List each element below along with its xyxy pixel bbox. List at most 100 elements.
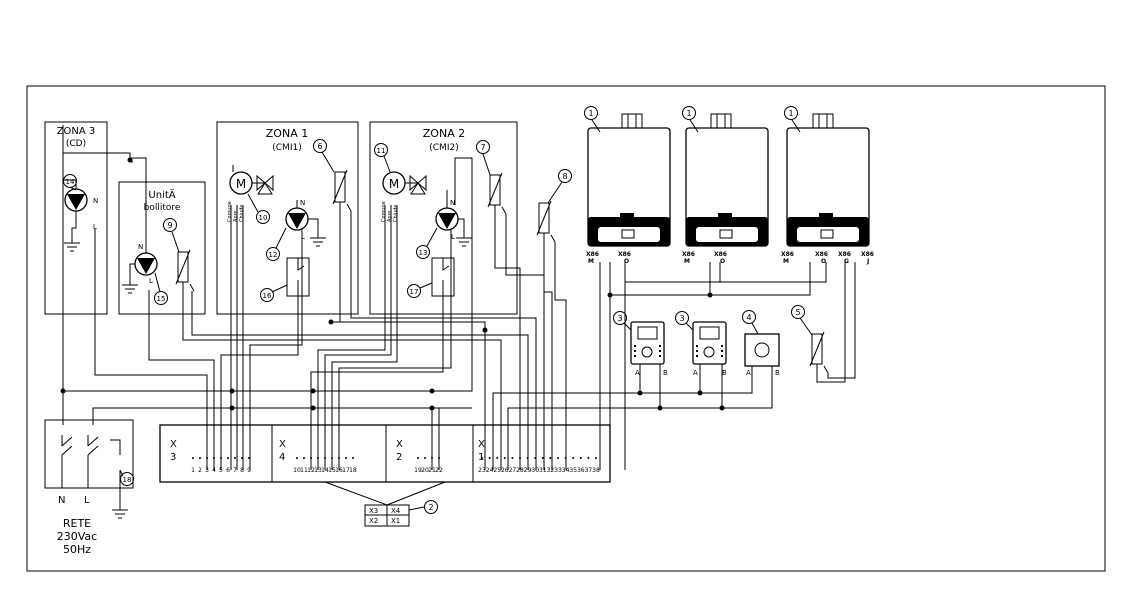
terminal-number-29: 29	[524, 467, 532, 474]
outdoor-unit-pin-a: A	[746, 369, 751, 377]
terminal-number-12: 12	[307, 467, 315, 474]
terminal-number-1: 1	[191, 467, 195, 474]
boiler-3-terminal-x86-j: X86	[861, 251, 874, 258]
terminal-number-35: 35	[569, 467, 577, 474]
wiring	[62, 125, 856, 470]
motor-zone-2-wire-open: Apre	[387, 210, 393, 222]
terminal-block-x3-label-num: 3	[170, 452, 176, 463]
mains-ground-symbol	[112, 488, 128, 519]
callout-3a: 3	[613, 311, 632, 331]
terminal-number-15: 15	[328, 467, 336, 474]
callout-17-text: 17	[410, 288, 419, 296]
sensor-probe-5	[809, 331, 829, 374]
terminal-number-28: 28	[516, 467, 524, 474]
mains-label-line-1: RETE	[63, 517, 91, 530]
terminal-block-x2-label-num: 2	[396, 452, 402, 463]
terminal-dot-38	[595, 457, 597, 459]
motor-zone-1-label: M	[236, 177, 246, 191]
callout-11-text: 11	[377, 147, 386, 155]
sensor-probe-7	[487, 172, 507, 215]
boiler-1-terminal-x86-m: X86	[586, 251, 599, 258]
motor-zone-1-wire-close: Chiude	[239, 205, 245, 222]
terminal-number-13: 13	[314, 467, 322, 474]
boiler-3-terminal-o: O	[821, 258, 826, 265]
main-switch-18	[44, 419, 134, 489]
terminal-number-30: 30	[531, 467, 539, 474]
terminal-dot-2	[199, 457, 201, 459]
motor-zone-1-wire-common: Comune	[227, 201, 233, 222]
boiler-3-terminal-x86-g: X86	[838, 251, 851, 258]
terminal-dot-18	[352, 457, 354, 459]
room-controller-1: A B	[630, 321, 668, 377]
zone-3-box: ZONA 3 (CD)	[44, 121, 108, 315]
outdoor-unit-4: A B	[744, 333, 780, 377]
callout-14: 14	[63, 174, 77, 191]
terminal-number-18: 18	[349, 467, 357, 474]
junction-dots	[60, 157, 725, 411]
boiler-3-terminal-x86-m: X86	[781, 251, 794, 258]
terminal-block-x1-label-x: X	[478, 439, 485, 450]
terminal-number-26: 26	[501, 467, 509, 474]
mixing-valve-zone-1: M Comune Apre Chiude	[227, 171, 274, 222]
pump-boiler-n: N	[138, 243, 143, 251]
terminal-dot-11	[303, 457, 305, 459]
terminal-dot-35	[572, 457, 575, 459]
sensor-probe-8	[536, 200, 556, 243]
boiler-2	[685, 113, 769, 247]
boiler-1	[587, 113, 671, 247]
terminal-dot-37	[587, 457, 590, 459]
terminal-number-20: 20	[421, 467, 429, 474]
room-controller-2-pin-b: B	[722, 369, 727, 377]
terminal-dot-33	[557, 457, 559, 459]
callout-15-text: 15	[157, 295, 166, 303]
terminal-number-8: 8	[240, 467, 244, 474]
terminal-dot-7	[234, 457, 236, 459]
connector-legend-x4: X4	[391, 507, 401, 515]
zone-1-title: ZONA 1	[266, 127, 308, 140]
zone-3-subtitle: (CD)	[66, 139, 86, 149]
pump-zone-3: N L	[64, 188, 98, 252]
pump-zone-1-l: L	[301, 233, 305, 241]
boiler-unit-box: UnitÃ bollitore	[118, 181, 206, 315]
terminal-number-31: 31	[539, 467, 547, 474]
pump-zone-2: N L	[435, 199, 472, 247]
pump-zone-2-l: L	[451, 233, 455, 241]
terminal-number-3: 3	[205, 467, 209, 474]
callout-15: 15	[154, 272, 168, 305]
terminal-number-23: 23	[478, 467, 486, 474]
terminal-block-x3-label-x: X	[170, 439, 177, 450]
pump-zone-1-n: N	[300, 199, 305, 207]
terminal-number-11: 11	[300, 467, 308, 474]
zone-1-subtitle: (CMI1)	[272, 143, 301, 153]
boiler-unit-title: UnitÃ	[148, 188, 175, 201]
terminal-number-16: 16	[335, 467, 343, 474]
mains-pin-n: N	[58, 495, 65, 506]
boiler-2-terminal-x86-m: X86	[682, 251, 695, 258]
mixing-valve-zone-2: M Comune Apre Chiude	[381, 171, 427, 222]
callout-7-text: 7	[480, 143, 485, 152]
sensor-probe-9	[175, 249, 195, 292]
terminal-number-37: 37	[585, 467, 593, 474]
terminal-block-x2-label-x: X	[396, 439, 403, 450]
terminal-number-14: 14	[321, 467, 329, 474]
callout-13: 13	[416, 227, 438, 259]
sensor-probe-6	[332, 169, 352, 212]
callout-1-boiler-3: 1	[784, 106, 801, 133]
motor-zone-2-label: M	[389, 177, 399, 191]
callout-1a-text: 1	[588, 109, 593, 118]
terminal-number-36: 36	[577, 467, 585, 474]
terminal-number-34: 34	[562, 467, 570, 474]
terminal-number-27: 27	[509, 467, 517, 474]
terminal-number-24: 24	[486, 467, 494, 474]
terminal-number-10: 10	[293, 467, 301, 474]
boiler-unit-subtitle: bollitore	[144, 203, 181, 213]
terminal-dot-27	[511, 457, 514, 459]
terminal-block-x4-label-num: 4	[279, 452, 285, 463]
callout-10-text: 10	[259, 214, 268, 222]
terminal-number-32: 32	[547, 467, 555, 474]
callout-14-text: 14	[66, 178, 75, 186]
terminal-dot-36	[579, 457, 582, 459]
terminal-dot-17	[345, 457, 347, 459]
callout-13-text: 13	[419, 249, 428, 257]
connector-legend-x1: X1	[391, 517, 400, 525]
